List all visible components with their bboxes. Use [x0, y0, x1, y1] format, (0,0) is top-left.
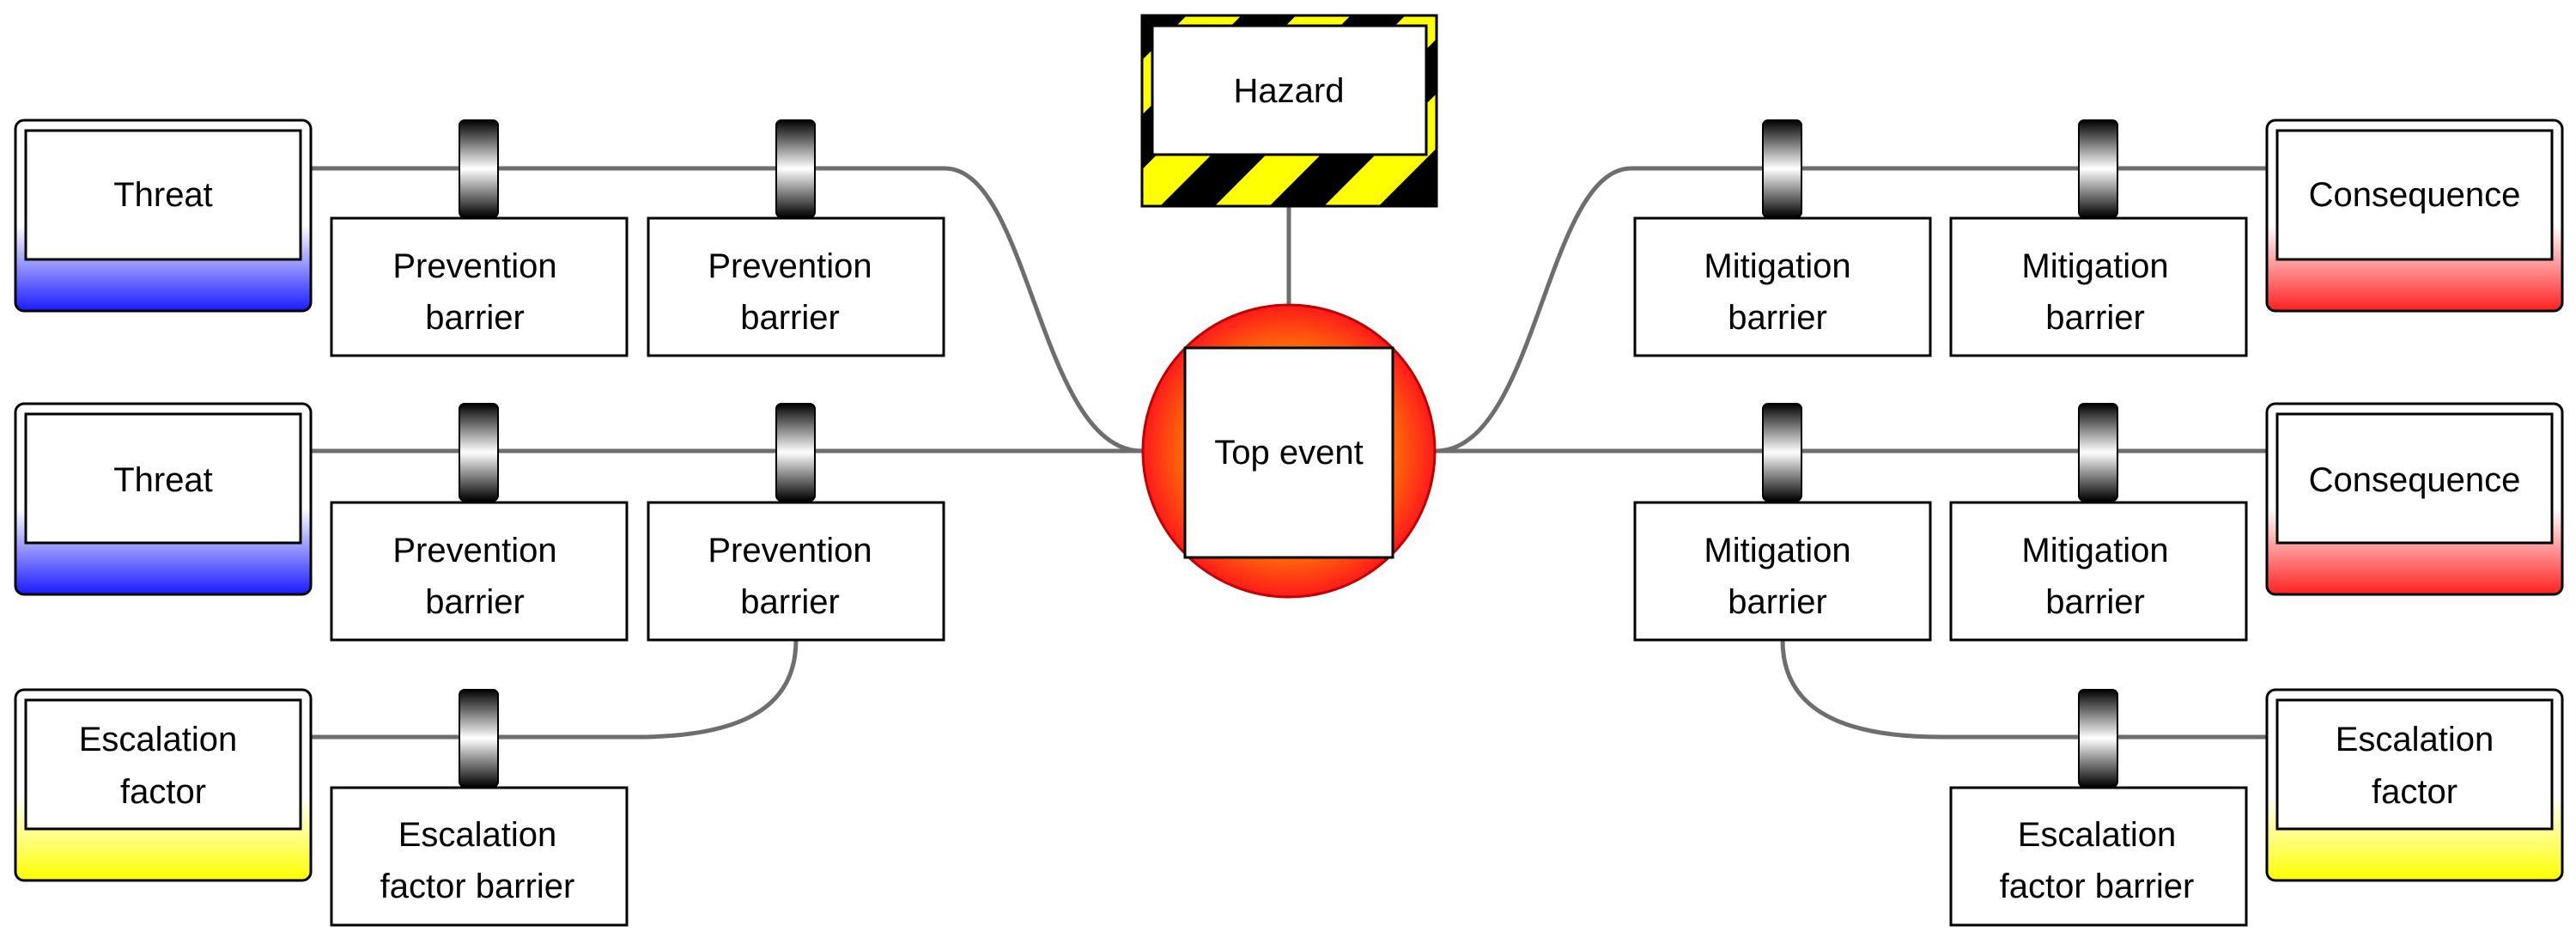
mitigation-barrier-3-line2: barrier: [1728, 583, 1827, 621]
barrier-marker: [2078, 689, 2118, 788]
barrier-marker: [459, 689, 499, 788]
threat-1-label: Threat: [113, 176, 213, 214]
escalation-factor-barrier-left: Escalation factor barrier: [330, 689, 629, 927]
barrier-marker: [775, 119, 816, 218]
prevention-barrier-4-line2: barrier: [740, 583, 840, 621]
prevention-barrier-1: Prevention barrier: [330, 119, 629, 357]
prevention-barrier-4-line1: Prevention: [708, 532, 872, 569]
escalation-factor-right-line1: Escalation: [2336, 721, 2494, 758]
mitigation-barrier-2-line1: Mitigation: [2021, 247, 2168, 285]
escalation-factor-barrier-right-line2: factor barrier: [2000, 868, 2195, 905]
top-event: Top event: [1141, 303, 1437, 599]
mitigation-barrier-1-line1: Mitigation: [1704, 247, 1850, 285]
barrier-marker: [775, 403, 816, 502]
mitigation-barrier-3-line1: Mitigation: [1704, 532, 1850, 569]
consequence-2: Consequence: [2265, 402, 2564, 596]
escalation-factor-right: Escalation factor: [2265, 688, 2564, 882]
threat-1: Threat: [14, 119, 313, 313]
barrier-marker: [1762, 403, 1802, 502]
escalation-factor-left: Escalation factor: [14, 688, 313, 882]
escalation-factor-barrier-right-line1: Escalation: [2018, 816, 2177, 854]
escalation-factor-barrier-left-line1: Escalation: [398, 816, 557, 854]
barrier-marker: [1762, 119, 1802, 218]
barrier-marker: [2078, 403, 2118, 502]
prevention-barrier-3-line1: Prevention: [392, 532, 556, 569]
connector-top-event-consequence1: [1435, 166, 2267, 454]
mitigation-barrier-2: Mitigation barrier: [1949, 119, 2248, 357]
prevention-barrier-1-line1: Prevention: [392, 247, 556, 285]
mitigation-barrier-4: Mitigation barrier: [1949, 403, 2248, 642]
barrier-marker: [459, 119, 499, 218]
escalation-factor-left-line2: factor: [120, 773, 206, 811]
top-event-label: Top event: [1214, 434, 1363, 472]
prevention-barrier-3: Prevention barrier: [330, 403, 629, 642]
connector-escalation-left: [311, 639, 799, 740]
mitigation-barrier-1: Mitigation barrier: [1633, 119, 1932, 357]
prevention-barrier-4: Prevention barrier: [647, 403, 945, 642]
mitigation-barrier-4-line2: barrier: [2045, 583, 2145, 621]
connector-threat1-top-event: [311, 166, 1143, 454]
threat-2: Threat: [14, 402, 313, 596]
hazard: Hazard: [1140, 14, 1438, 208]
mitigation-barrier-4-line1: Mitigation: [2021, 532, 2168, 569]
barrier-marker: [2078, 119, 2118, 218]
consequence-1: Consequence: [2265, 119, 2564, 313]
consequence-1-label: Consequence: [2309, 176, 2521, 214]
prevention-barrier-1-line2: barrier: [425, 299, 525, 337]
prevention-barrier-3-line2: barrier: [425, 583, 525, 621]
prevention-barrier-2-line1: Prevention: [708, 247, 872, 285]
hazard-label: Hazard: [1234, 72, 1345, 110]
mitigation-barrier-1-line2: barrier: [1728, 299, 1827, 337]
connector-escalation-right: [1780, 639, 2267, 740]
escalation-factor-left-line1: Escalation: [79, 721, 238, 758]
escalation-factor-right-line2: factor: [2372, 773, 2458, 811]
threat-2-label: Threat: [113, 461, 213, 499]
mitigation-barrier-2-line2: barrier: [2045, 299, 2145, 337]
prevention-barrier-2: Prevention barrier: [647, 119, 945, 357]
mitigation-barrier-3: Mitigation barrier: [1633, 403, 1932, 642]
escalation-factor-barrier-left-line2: factor barrier: [380, 868, 575, 905]
consequence-2-label: Consequence: [2309, 461, 2521, 499]
escalation-factor-barrier-right: Escalation factor barrier: [1949, 689, 2248, 927]
barrier-marker: [459, 403, 499, 502]
connectors: [311, 166, 2267, 740]
prevention-barrier-2-line2: barrier: [740, 299, 840, 337]
